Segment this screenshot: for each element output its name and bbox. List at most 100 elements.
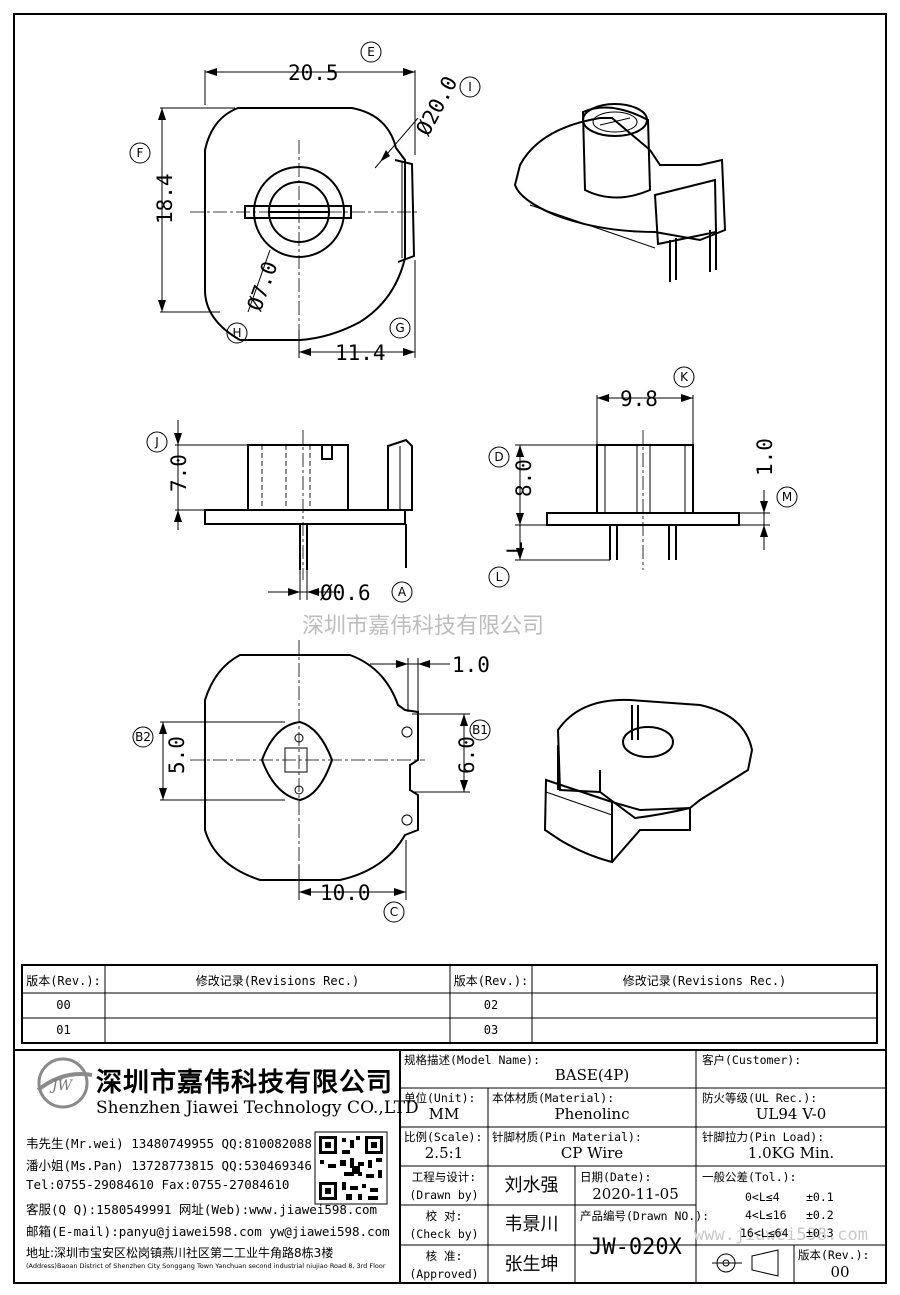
company-name-en: Shenzhen Jiawei Technology CO.,LTD bbox=[96, 1098, 419, 1118]
pin-load-caption: 针脚拉力(Pin Load): bbox=[702, 1130, 825, 1144]
svg-text:D: D bbox=[494, 450, 503, 464]
projection-symbol-icon bbox=[712, 1249, 779, 1277]
drawn-caption: 工程与设计: bbox=[411, 1170, 477, 1184]
pin-material-caption: 针脚材质(Pin Material): bbox=[492, 1130, 642, 1144]
tolerance-value: ±0.1 bbox=[806, 1190, 834, 1204]
dim-L: L bbox=[503, 541, 527, 554]
pin-load-value: 1.0KG Min. bbox=[747, 1144, 835, 1162]
contact-line: 邮箱(E-mail):panyu@jiawei598.com yw@jiawei… bbox=[26, 1224, 390, 1239]
approved-caption-en: (Approved) bbox=[409, 1267, 479, 1281]
svg-text:J: J bbox=[154, 435, 159, 449]
tolerance-caption: 一般公差(Tol.): bbox=[702, 1170, 797, 1184]
callout-J: J bbox=[146, 431, 168, 453]
date-value: 2020-11-05 bbox=[592, 1185, 679, 1203]
check-value: 韦景川 bbox=[504, 1214, 559, 1235]
rev-value: 00 bbox=[830, 1263, 850, 1281]
isometric-view-top bbox=[513, 103, 727, 282]
company-name-cn: 深圳市嘉伟科技有限公司 bbox=[96, 1068, 394, 1098]
drawn-value: 刘水强 bbox=[504, 1175, 559, 1196]
title-block-lines bbox=[14, 1049, 886, 1283]
svg-text:I: I bbox=[468, 80, 472, 94]
callout-B2: B2 bbox=[132, 726, 154, 748]
drawn-caption-en: (Drawn by) bbox=[409, 1188, 479, 1202]
callout-D: D bbox=[488, 446, 510, 468]
material-caption: 本体材质(Material): bbox=[492, 1091, 615, 1105]
svg-text:B1: B1 bbox=[472, 723, 488, 737]
dim-J: 7.0 bbox=[167, 454, 191, 492]
svg-text:A: A bbox=[398, 585, 407, 599]
company-address-cn: 地址:深圳市宝安区松岗镇燕川社区第二工业牛角路8栋3楼 bbox=[26, 1246, 334, 1260]
svg-text:F: F bbox=[137, 146, 144, 160]
check-caption: 校 对: bbox=[425, 1209, 463, 1223]
contact-line: 客服(Q Q):1580549991 网址(Web):www.jiawei598… bbox=[26, 1202, 378, 1217]
model-caption: 规格描述(Model Name): bbox=[404, 1053, 541, 1067]
rev-header-right: 版本(Rev.): bbox=[453, 974, 529, 988]
dim-A: Ø0.6 bbox=[320, 581, 371, 605]
rev-row-right: 02 bbox=[483, 998, 499, 1012]
dim-B1: 6.0 bbox=[455, 736, 479, 774]
unit-caption: 单位(Unit): bbox=[404, 1091, 476, 1105]
contact-line: 韦先生(Mr.wei) 13480749955 QQ:810082088 bbox=[26, 1136, 312, 1151]
rev-row-right: 03 bbox=[483, 1023, 499, 1037]
svg-text:G: G bbox=[395, 321, 404, 335]
callout-E: E bbox=[360, 41, 382, 63]
tolerance-value: ±0.2 bbox=[806, 1208, 834, 1222]
callout-L: L bbox=[488, 566, 510, 588]
qr-code bbox=[314, 1131, 388, 1205]
svg-text:H: H bbox=[232, 326, 241, 340]
drawing-border bbox=[13, 13, 887, 1284]
contact-line: Tel:0755-29084610 Fax:0755-27084610 bbox=[26, 1177, 290, 1192]
tolerance-range: 16<L≤64 bbox=[740, 1226, 789, 1240]
dim-E: 20.5 bbox=[288, 61, 339, 85]
isometric-view-bottom bbox=[543, 698, 754, 864]
tolerance-value: ±0.3 bbox=[806, 1226, 834, 1240]
customer-caption: 客户(Customer): bbox=[702, 1053, 802, 1067]
ul-value: UL94 V-0 bbox=[755, 1105, 827, 1123]
watermark-url: www.jiawei598.com bbox=[694, 1225, 868, 1245]
top-view bbox=[158, 68, 420, 358]
svg-text:E: E bbox=[367, 45, 375, 59]
rev-row-left: 00 bbox=[56, 998, 71, 1012]
svg-text:K: K bbox=[680, 370, 689, 384]
side-view-left bbox=[174, 420, 413, 600]
tolerance-range: 4<L≤16 bbox=[745, 1208, 787, 1222]
company-address-en: (Address)Baoan District of Shenzhen City… bbox=[26, 1262, 386, 1270]
date-caption: 日期(Date): bbox=[580, 1170, 652, 1184]
scale-caption: 比例(Scale): bbox=[404, 1130, 483, 1144]
svg-text:L: L bbox=[496, 570, 503, 584]
svg-text:M: M bbox=[782, 490, 792, 504]
dim-G: 11.4 bbox=[335, 341, 386, 365]
watermark-text: 深圳市嘉伟科技有限公司 bbox=[302, 614, 544, 639]
revision-table-lines bbox=[21, 964, 878, 1044]
pin-material-value: CP Wire bbox=[560, 1144, 624, 1162]
tolerance-range: 0<L≤4 bbox=[745, 1190, 780, 1204]
dim-K: 9.8 bbox=[620, 387, 658, 411]
rev-header-left: 版本(Rev.): bbox=[26, 974, 101, 988]
model-value: BASE(4P) bbox=[554, 1066, 630, 1084]
svg-text:C: C bbox=[390, 905, 398, 919]
dim-C: 10.0 bbox=[320, 881, 371, 905]
contact-line: 潘小姐(Ms.Pan) 13728773815 QQ:530469346 bbox=[26, 1158, 312, 1173]
callout-G: G bbox=[389, 317, 411, 339]
callout-K: K bbox=[673, 366, 695, 388]
dim-B2: 5.0 bbox=[165, 736, 189, 774]
callout-C: C bbox=[383, 901, 405, 923]
approved-value: 张生坤 bbox=[504, 1254, 559, 1275]
dim-top-right-gap: 1.0 bbox=[452, 653, 490, 677]
callout-B1: B1 bbox=[469, 719, 491, 741]
bottom-view bbox=[159, 640, 470, 900]
company-logo: JW bbox=[36, 1057, 93, 1109]
rec-header-right: 修改记录(Revisions Rec.) bbox=[622, 974, 787, 988]
rev-row-left: 01 bbox=[56, 1023, 71, 1037]
material-value: Phenolinc bbox=[554, 1105, 630, 1123]
callout-M: M bbox=[776, 486, 798, 508]
svg-text:B2: B2 bbox=[135, 730, 151, 744]
svg-text:JW: JW bbox=[49, 1078, 74, 1094]
dim-M: 1.0 bbox=[753, 438, 777, 476]
approved-caption: 核 准: bbox=[425, 1249, 463, 1263]
callout-A: A bbox=[391, 581, 413, 603]
rev-caption: 版本(Rev.): bbox=[798, 1248, 870, 1262]
dim-D: 8.0 bbox=[512, 459, 536, 497]
callout-F: F bbox=[129, 142, 151, 164]
